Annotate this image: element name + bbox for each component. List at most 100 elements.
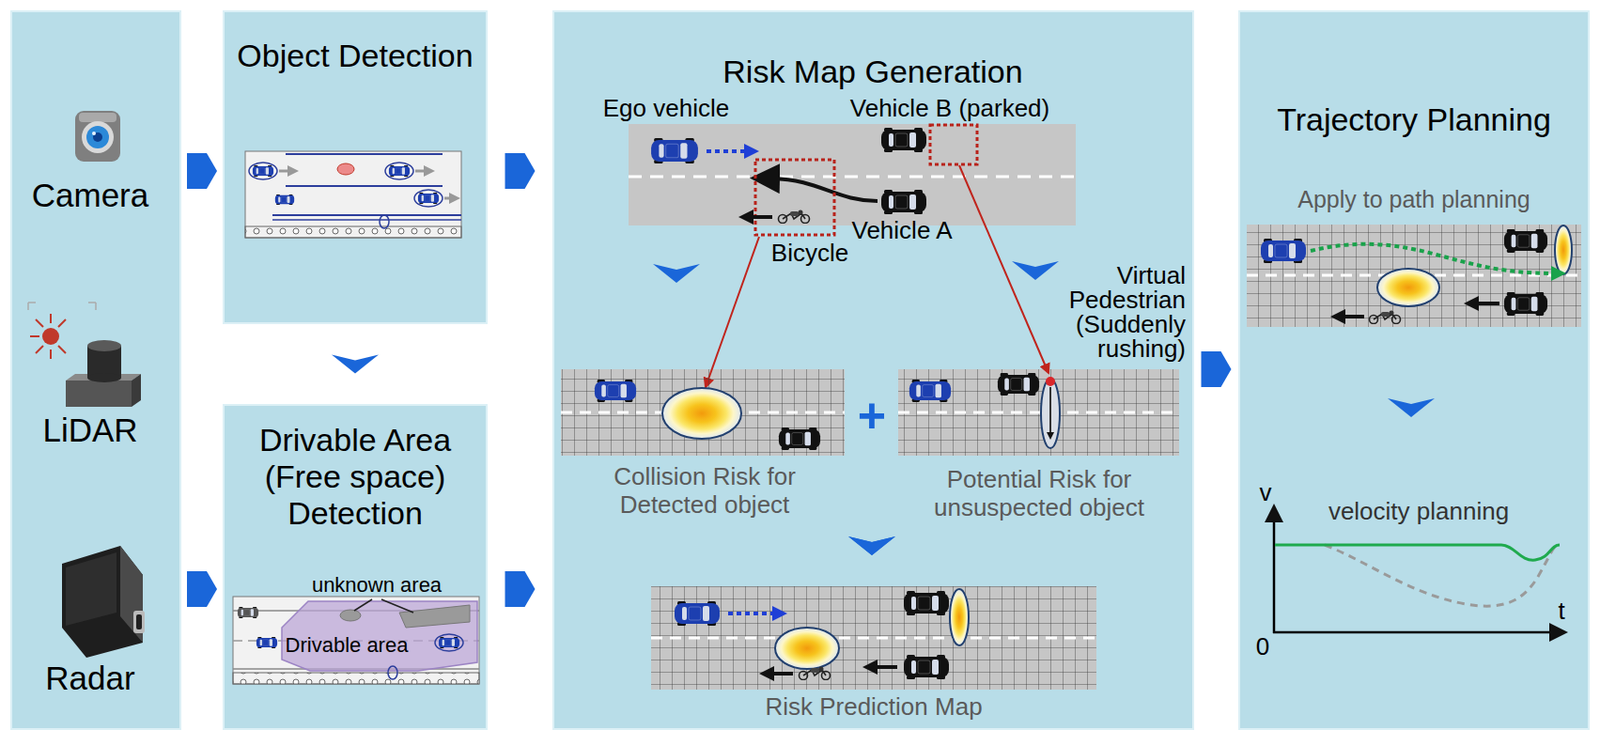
- object-detection-image: [275, 194, 295, 205]
- velocity-chart: [1273, 517, 1276, 634]
- node-text: Bicycle: [753, 239, 867, 268]
- camera-icon: [75, 110, 121, 162]
- object-detection-image: [444, 197, 452, 201]
- lidar-icon: [30, 313, 66, 359]
- path-planning-map: [1369, 310, 1401, 325]
- node-text: Ego vehicle: [572, 94, 761, 124]
- velocity-chart: [1274, 544, 1560, 560]
- node-text: 0: [1251, 633, 1274, 662]
- velocity-chart: [1273, 517, 1560, 634]
- node-text: Potential Risk for unsuspected object: [912, 466, 1166, 523]
- camera-icon: [78, 112, 117, 123]
- object-detection-image: [279, 170, 291, 173]
- object-detection-image: [418, 192, 439, 204]
- risk-prediction-map: [873, 665, 898, 669]
- potential-risk-map: [1040, 378, 1060, 449]
- velocity-chart: [1273, 631, 1554, 635]
- lidar-icon: [28, 302, 141, 407]
- scene-illustration: [881, 127, 927, 153]
- risk-prediction-map: [903, 654, 949, 680]
- radar-icon: [120, 545, 143, 643]
- scene-illustration: [705, 236, 760, 388]
- process-panel: Drivable Area (Free space) Detectionunkn…: [222, 403, 488, 730]
- node-text: t: [1550, 597, 1573, 626]
- path-planning-map: [1377, 268, 1440, 307]
- risk-prediction-map: [651, 636, 1097, 640]
- drivable-area-image: [233, 639, 480, 642]
- velocity-chart: [1324, 544, 1560, 606]
- radar-icon: [62, 545, 143, 658]
- node-text: Object Detection: [228, 37, 482, 75]
- node-text: v: [1254, 479, 1277, 508]
- object-detection-image: [385, 162, 414, 180]
- object-detection-image: [388, 165, 410, 177]
- path-planning-map: [1504, 229, 1548, 253]
- path-planning-map: [1310, 244, 1555, 274]
- risk-prediction-map: [651, 586, 1097, 690]
- object-detection-image: [285, 153, 443, 156]
- lidar-icon: [65, 380, 132, 407]
- node-text: velocity planning: [1296, 497, 1541, 527]
- node-text: Drivable area: [271, 633, 422, 657]
- lidar-icon: [87, 372, 122, 383]
- drivable-area-image: [237, 606, 259, 619]
- drivable-area-image: [340, 609, 361, 622]
- scene-illustration: [755, 159, 835, 235]
- node-text: Risk Map Generation: [590, 53, 1155, 91]
- drivable-area-image: [256, 636, 278, 649]
- path-planning-map: [1246, 224, 1582, 327]
- flow-chevron: [1011, 261, 1059, 280]
- scene-illustration: [959, 165, 1049, 373]
- drivable-area-image: [233, 596, 480, 684]
- drivable-area-image: [233, 596, 480, 684]
- potential-risk-map: [898, 369, 1180, 456]
- lidar-icon: [87, 340, 122, 352]
- object-detection-image: [245, 151, 462, 238]
- collision-risk-map: [560, 411, 845, 415]
- collision-risk-map: [560, 369, 845, 456]
- risk-prediction-map: [651, 586, 1097, 690]
- path-map: Apply to path planning: [1246, 224, 1582, 327]
- potential-risk-map: [1049, 387, 1052, 435]
- risk-map: Risk Prediction Map: [651, 586, 1097, 690]
- object-detection-image: [245, 151, 462, 238]
- scene-illustration: [930, 124, 978, 165]
- path-planning-map: [1246, 224, 1582, 327]
- lidar-icon: [65, 373, 141, 381]
- scene-illustration: [772, 178, 878, 202]
- flow-chevron: [848, 536, 896, 556]
- collision-risk-map: [594, 379, 637, 403]
- drivable-area-image: [438, 636, 460, 649]
- collision-risk-map: [662, 388, 742, 439]
- node-text: Drivable Area (Free space) Detection: [233, 421, 478, 532]
- camera-icon: [92, 131, 96, 136]
- lidar-icon: [131, 373, 141, 407]
- drivable-area-image: [233, 609, 480, 612]
- process-panel: Trajectory PlanningApply to path plannin…: [1238, 10, 1590, 730]
- collision-risk-map: [560, 369, 845, 456]
- lidar-icon: [42, 327, 60, 345]
- node-text: LiDAR: [10, 411, 171, 450]
- potential-risk-map: [898, 369, 1180, 456]
- node-text: Collision Risk for Detected object: [582, 463, 827, 520]
- object-detection-image: [272, 218, 462, 221]
- object-detection-image: [414, 189, 443, 207]
- potential-risk-map: [997, 372, 1040, 396]
- path-planning-map: [1554, 225, 1572, 275]
- path-planning-map: [1475, 301, 1500, 306]
- object-detection-image: [379, 215, 389, 229]
- path-planning-map: [1246, 274, 1582, 278]
- drivable-area-image: [281, 601, 478, 671]
- scene-illustration: [881, 189, 927, 215]
- node-text: Vehicle A: [831, 217, 973, 246]
- scene-illustration: [778, 210, 810, 224]
- object-detection-image: [337, 163, 355, 175]
- process-panel: Object Detection: [222, 10, 488, 325]
- sensor-panel: CameraLiDARRadar: [10, 10, 182, 730]
- risk-prediction-map: [903, 590, 949, 616]
- flow-chevron: [1201, 351, 1232, 388]
- scene-illustration: [706, 149, 748, 154]
- risk-prediction-map: [775, 627, 839, 669]
- scene-illustration: [749, 215, 773, 219]
